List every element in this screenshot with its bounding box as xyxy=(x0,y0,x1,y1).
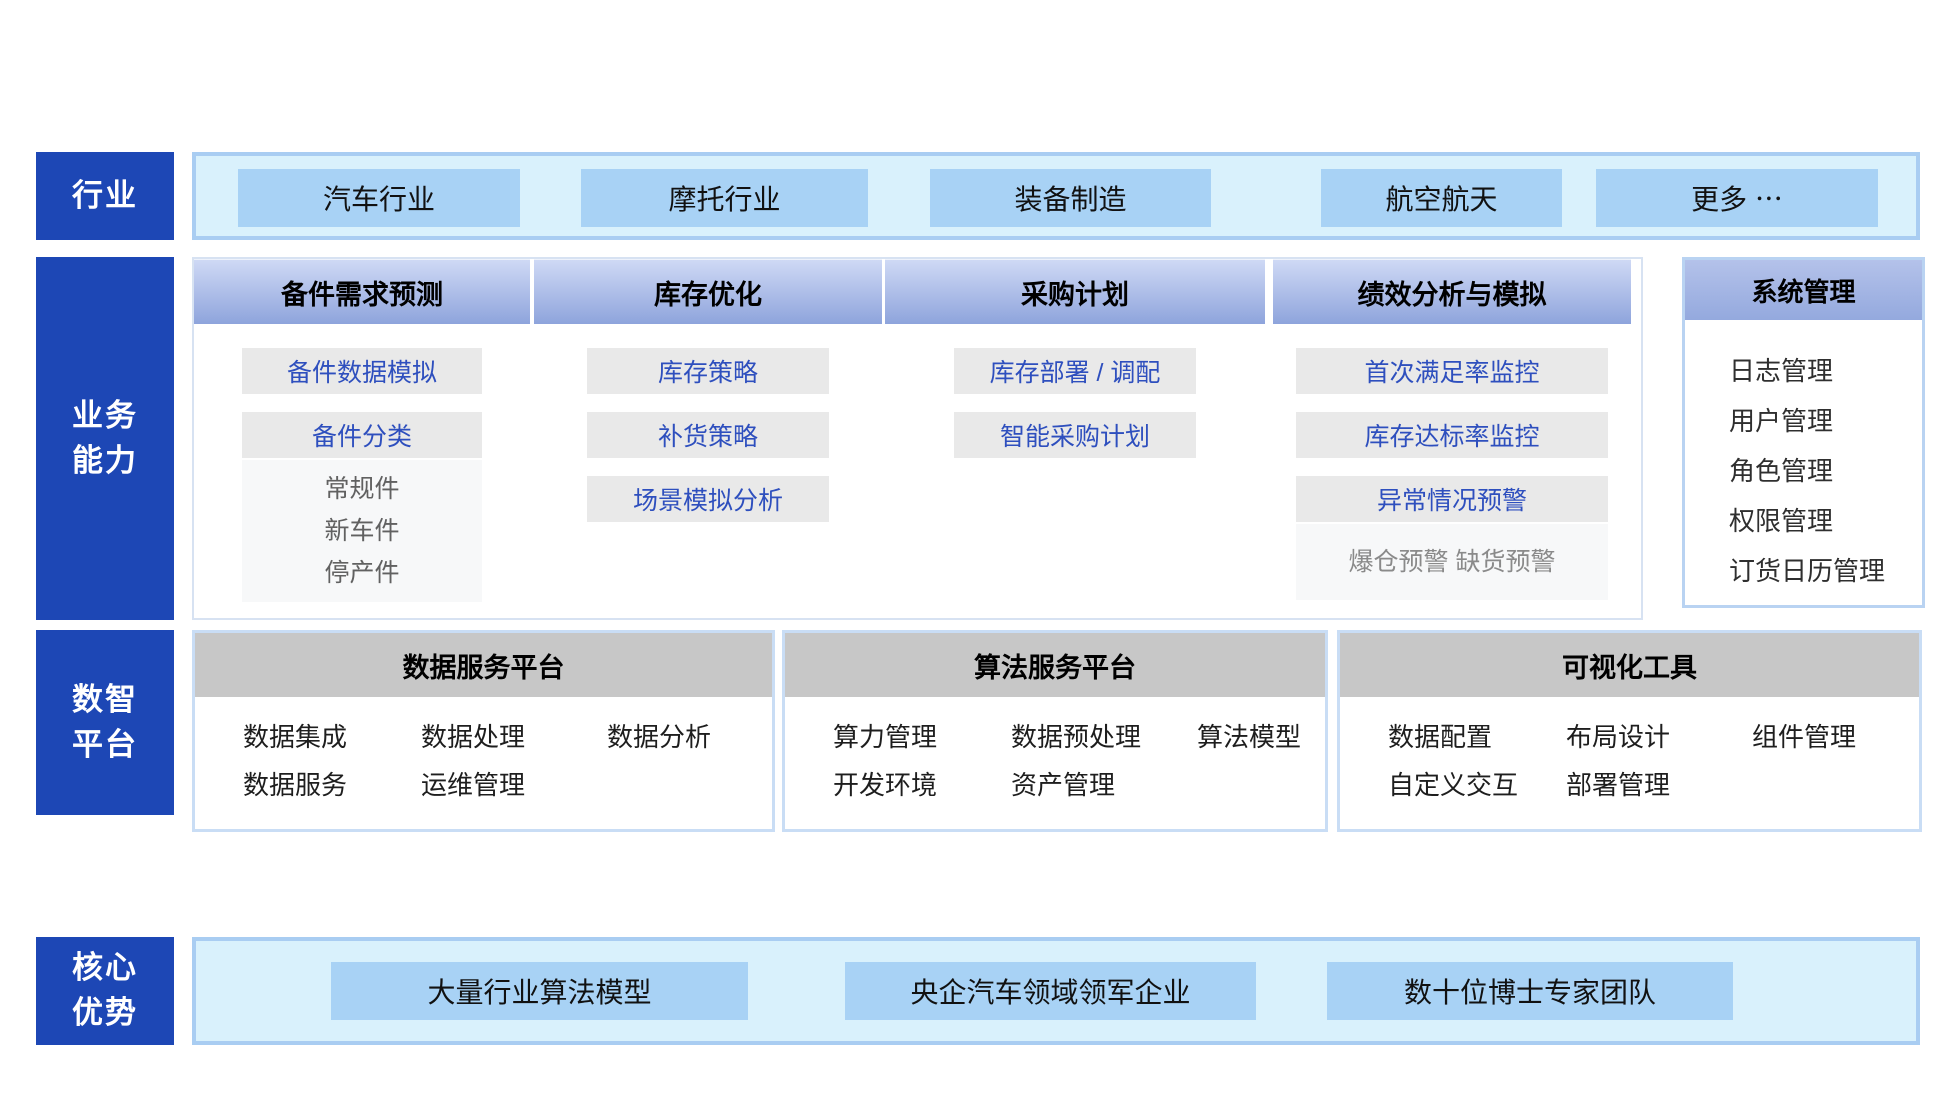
system-item-role: 角色管理 xyxy=(1729,456,1834,486)
data-service-platform-box: 数据服务平台 数据集成 数据处理 数据分析 数据服务 运维管理 xyxy=(192,630,775,832)
column-spare-parts-forecast: 备件需求预测 备件数据模拟 备件分类 常规件 新车件 停产件 xyxy=(194,259,530,618)
advantage-button-leading-enterprise[interactable]: 央企汽车领域领军企业 xyxy=(845,962,1256,1020)
platform-item: 数据集成 xyxy=(243,722,348,752)
system-management-header: 系统管理 xyxy=(1685,260,1922,320)
platform-item: 数据处理 xyxy=(421,722,526,752)
platform-header: 数据服务平台 xyxy=(195,633,772,697)
platform-item: 开发环境 xyxy=(833,770,938,800)
column-performance-analysis: 绩效分析与模拟 首次满足率监控 库存达标率监控 异常情况预警 爆仓预警 缺货预警 xyxy=(1273,259,1631,618)
platform-header: 算法服务平台 xyxy=(785,633,1325,697)
chip-smart-procurement[interactable]: 智能采购计划 xyxy=(954,412,1196,458)
platform-item: 运维管理 xyxy=(421,770,526,800)
sidebar-tile-core-advantage: 核心 优势 xyxy=(36,937,174,1045)
platform-item: 数据配置 xyxy=(1388,722,1493,752)
platform-item: 布局设计 xyxy=(1566,722,1671,752)
platform-item: 资产管理 xyxy=(1011,770,1116,800)
platform-items: 数据配置 布局设计 组件管理 自定义交互 部署管理 xyxy=(1340,697,1919,805)
chip-inventory-strategy[interactable]: 库存策略 xyxy=(587,348,829,394)
sub-items-block: 爆仓预警 缺货预警 xyxy=(1296,524,1608,600)
column-header: 备件需求预测 xyxy=(194,259,530,324)
column-procurement-planning: 采购计划 库存部署 / 调配 智能采购计划 xyxy=(885,259,1265,618)
column-header: 绩效分析与模拟 xyxy=(1273,259,1631,324)
sidebar-tile-industry: 行业 xyxy=(36,152,174,240)
column-inventory-optimization: 库存优化 库存策略 补货策略 场景模拟分析 xyxy=(534,259,882,618)
industry-button-equipment[interactable]: 装备制造 xyxy=(930,169,1211,227)
advantages-band: 大量行业算法模型 央企汽车领域领军企业 数十位博士专家团队 xyxy=(192,937,1920,1045)
industries-band: 汽车行业 摩托行业 装备制造 航空航天 更多 ⋯ xyxy=(192,152,1920,240)
industry-button-motorcycle[interactable]: 摩托行业 xyxy=(581,169,868,227)
chip-replenishment-strategy[interactable]: 补货策略 xyxy=(587,412,829,458)
platform-items: 算力管理 数据预处理 算法模型 开发环境 资产管理 xyxy=(785,697,1325,805)
platform-item: 组件管理 xyxy=(1752,722,1857,752)
chip-inventory-compliance-monitor[interactable]: 库存达标率监控 xyxy=(1296,412,1608,458)
sub-item: 爆仓预警 缺货预警 xyxy=(1348,548,1556,576)
platform-item: 算法模型 xyxy=(1197,722,1302,752)
chip-spare-data-simulation[interactable]: 备件数据模拟 xyxy=(242,348,482,394)
chip-first-fill-rate-monitor[interactable]: 首次满足率监控 xyxy=(1296,348,1608,394)
sidebar-tile-digital-platform: 数智 平台 xyxy=(36,630,174,815)
business-capability-box: 备件需求预测 备件数据模拟 备件分类 常规件 新车件 停产件 库存优化 库存策略… xyxy=(192,257,1643,620)
visualization-tools-box: 可视化工具 数据配置 布局设计 组件管理 自定义交互 部署管理 xyxy=(1337,630,1922,832)
platform-items: 数据集成 数据处理 数据分析 数据服务 运维管理 xyxy=(195,697,772,805)
sidebar-tile-business-capability: 业务 能力 xyxy=(36,257,174,620)
chip-scenario-simulation[interactable]: 场景模拟分析 xyxy=(587,476,829,522)
algorithm-service-platform-box: 算法服务平台 算力管理 数据预处理 算法模型 开发环境 资产管理 xyxy=(782,630,1328,832)
system-item-log: 日志管理 xyxy=(1729,356,1834,386)
platform-item: 部署管理 xyxy=(1566,770,1671,800)
chip-spare-classification[interactable]: 备件分类 xyxy=(242,412,482,458)
column-header: 库存优化 xyxy=(534,259,882,324)
sub-item: 常规件 xyxy=(324,475,400,503)
platform-item: 算力管理 xyxy=(833,722,938,752)
platform-item: 数据服务 xyxy=(243,770,348,800)
platform-header: 可视化工具 xyxy=(1340,633,1919,697)
sub-items-block: 常规件 新车件 停产件 xyxy=(242,460,482,602)
platform-item: 数据预处理 xyxy=(1011,722,1142,752)
advantage-button-phd-team[interactable]: 数十位博士专家团队 xyxy=(1327,962,1733,1020)
chip-inventory-deployment[interactable]: 库存部署 / 调配 xyxy=(954,348,1196,394)
industry-button-automotive[interactable]: 汽车行业 xyxy=(238,169,520,227)
system-management-box: 系统管理 日志管理 用户管理 角色管理 权限管理 订货日历管理 xyxy=(1682,257,1925,608)
chip-anomaly-alert[interactable]: 异常情况预警 xyxy=(1296,476,1608,522)
industry-button-aerospace[interactable]: 航空航天 xyxy=(1321,169,1562,227)
column-header: 采购计划 xyxy=(885,259,1265,324)
sub-item: 新车件 xyxy=(324,517,400,545)
system-item-permission: 权限管理 xyxy=(1729,506,1834,536)
platform-item: 自定义交互 xyxy=(1388,770,1519,800)
system-management-list: 日志管理 用户管理 角色管理 权限管理 订货日历管理 xyxy=(1685,320,1922,596)
advantage-button-algorithm-models[interactable]: 大量行业算法模型 xyxy=(331,962,748,1020)
system-item-order-calendar: 订货日历管理 xyxy=(1729,556,1886,586)
system-item-user: 用户管理 xyxy=(1729,406,1834,436)
industry-button-more[interactable]: 更多 ⋯ xyxy=(1596,169,1878,227)
platform-item: 数据分析 xyxy=(607,722,712,752)
sub-item: 停产件 xyxy=(324,559,400,587)
